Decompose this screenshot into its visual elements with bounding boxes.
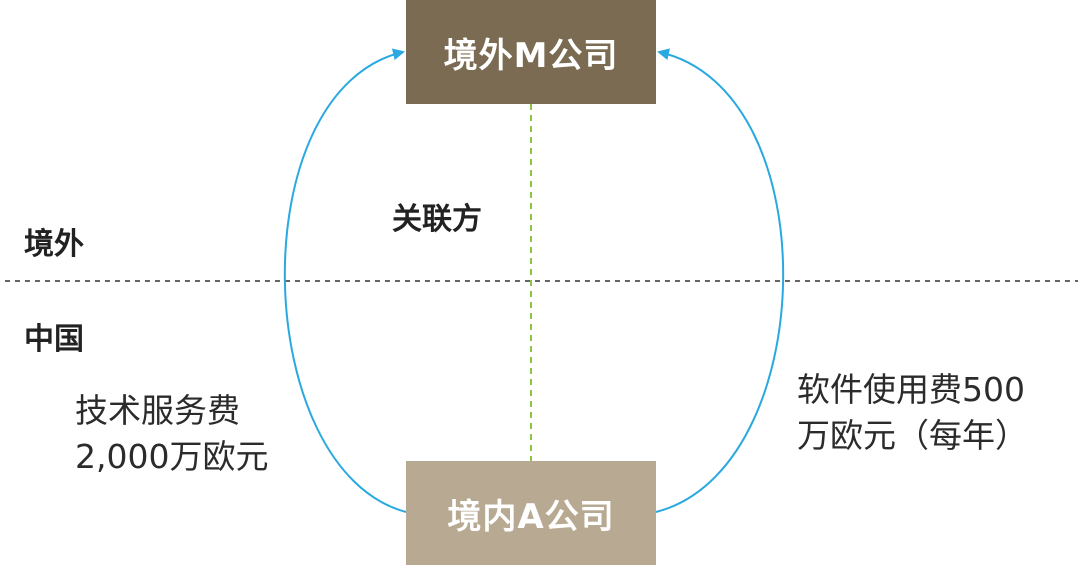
left-flow-line1: 技术服务费 bbox=[75, 391, 240, 430]
left-flow-arrow bbox=[283, 48, 407, 513]
right-flow-line2: 万欧元（每年） bbox=[797, 416, 1028, 455]
region-china-label: 中国 bbox=[24, 322, 84, 357]
domestic-company-box: 境内A公司 bbox=[406, 461, 656, 565]
related-party-label: 关联方 bbox=[392, 202, 482, 237]
overseas-company-label: 境外M公司 bbox=[443, 35, 619, 76]
right-flow-label: 软件使用费500 万欧元（每年） bbox=[797, 367, 1028, 459]
left-flow-line2: 2,000万欧元 bbox=[75, 437, 269, 476]
left-flow-label: 技术服务费 2,000万欧元 bbox=[75, 388, 268, 480]
domestic-company-label: 境内A公司 bbox=[447, 496, 615, 537]
right-flow-arrow bbox=[655, 48, 785, 513]
right-flow-line1: 软件使用费500 bbox=[797, 370, 1025, 409]
overseas-company-box: 境外M公司 bbox=[406, 0, 656, 104]
region-overseas-label: 境外 bbox=[24, 227, 84, 262]
